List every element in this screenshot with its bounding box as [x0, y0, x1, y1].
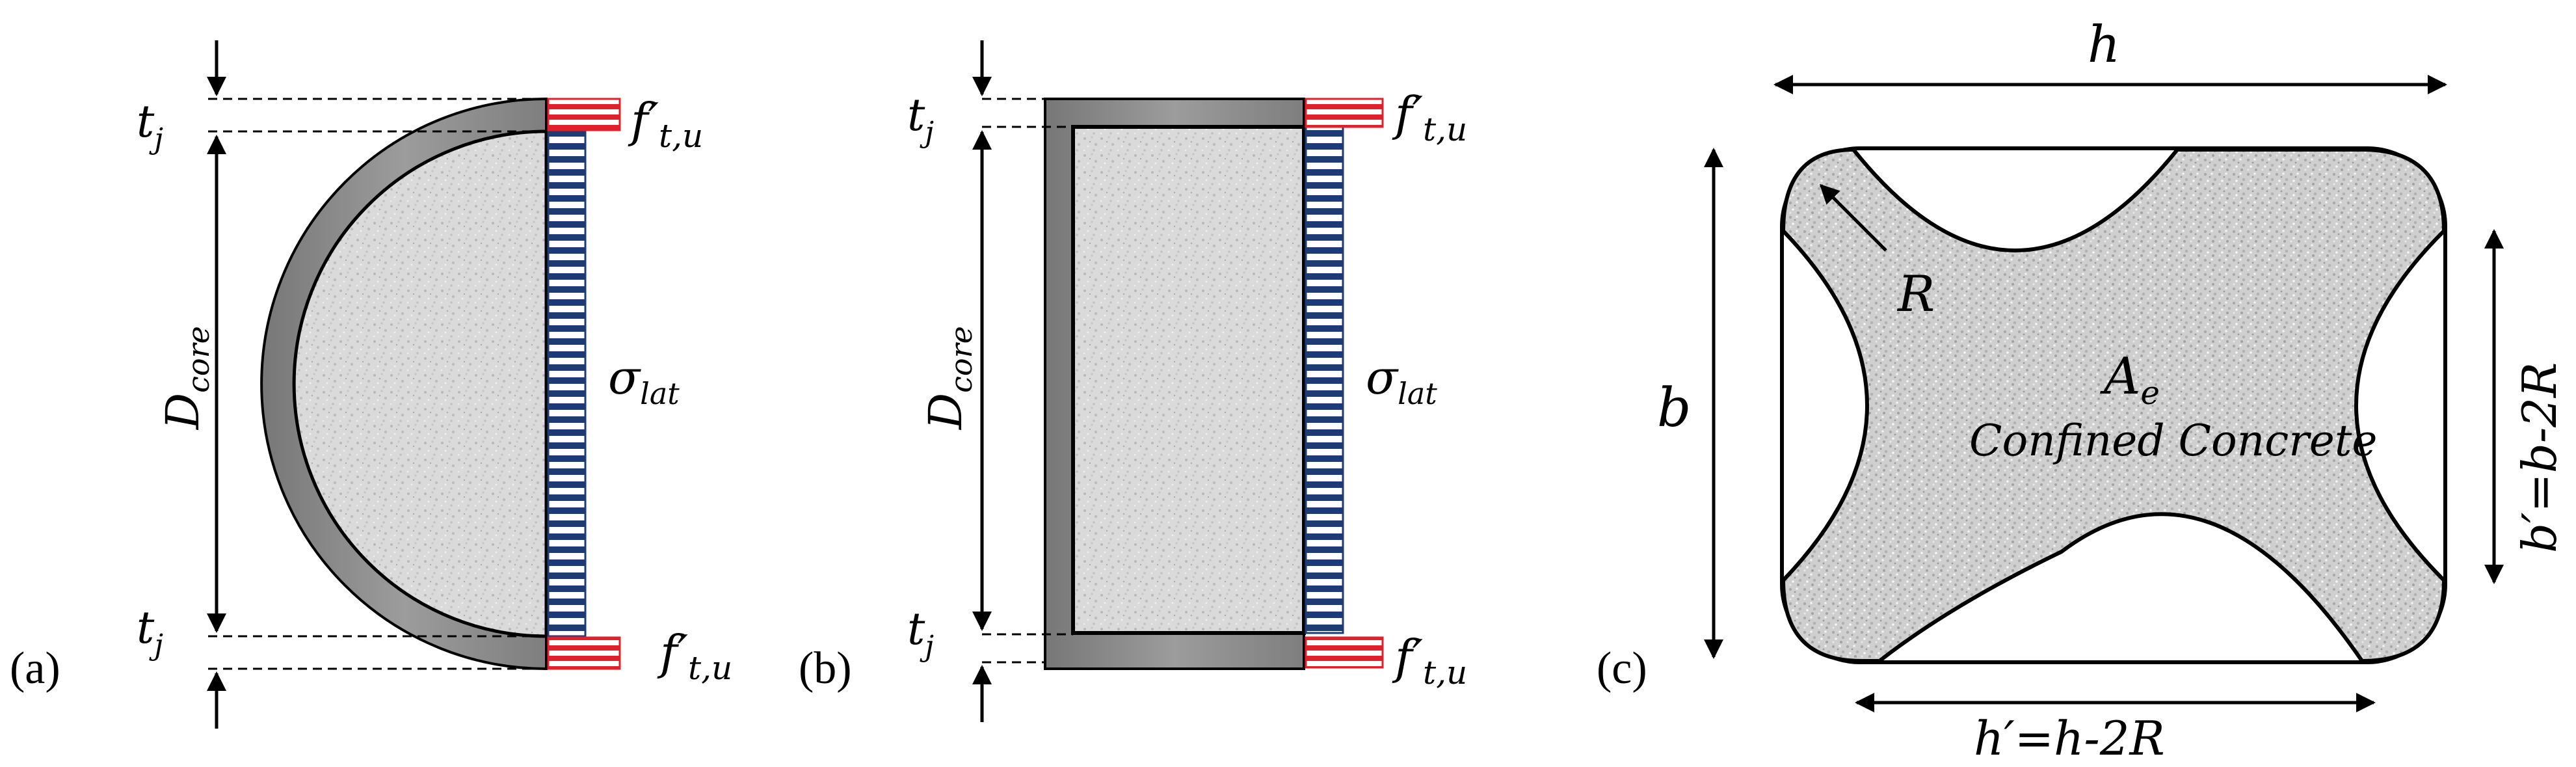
- dcore-label: Dcore: [919, 326, 979, 431]
- ftu-label-top: f′t,u: [1392, 87, 1467, 148]
- confined-concrete-label: Confined Concrete: [1969, 416, 2377, 466]
- tensile-strength-bar-bottom: [547, 636, 621, 670]
- sigma-lat-label: σlat: [608, 350, 680, 411]
- ftu-label-bottom: f′t,u: [1392, 630, 1467, 692]
- panel-a: tj tj Dcore σlat f′t,u f′t,u (a): [10, 40, 732, 729]
- panel-b: tj tj Dcore σlat f′t,u f′t,u (b): [799, 40, 1467, 722]
- panel-b-tag: (b): [799, 643, 852, 693]
- lateral-stress-bar: [547, 130, 587, 638]
- bprime-label: b′=b-2R: [2512, 362, 2567, 553]
- tj-label-bottom: tj: [907, 604, 934, 663]
- radius-arrow: [1819, 183, 1887, 252]
- tensile-strength-bar-top: [1305, 98, 1384, 128]
- tensile-strength-bar-top: [547, 98, 621, 131]
- tj-label-bottom: tj: [137, 602, 163, 662]
- concrete-core-rectangle: [1071, 125, 1306, 635]
- concrete-core-semicircle: [292, 129, 548, 638]
- ftu-label-bottom: f′t,u: [657, 625, 732, 687]
- b-label: b: [1657, 377, 1692, 439]
- dcore-label: Dcore: [156, 326, 216, 431]
- panel-a-tag: (a): [10, 643, 60, 693]
- ae-label: Ae: [2100, 347, 2160, 412]
- panel-c-tag: (c): [1597, 643, 1647, 693]
- lateral-stress-bar: [1305, 126, 1344, 634]
- panel-c: h b R Ae Confined Concrete b′=b-2R h′=h-…: [1597, 16, 2567, 766]
- r-label: R: [1896, 265, 1935, 323]
- h-label: h: [2088, 16, 2120, 74]
- tj-label-top: tj: [907, 90, 934, 149]
- tensile-strength-bar-bottom: [1305, 636, 1384, 669]
- tj-label-top: tj: [137, 96, 163, 155]
- ftu-label-top: f′t,u: [628, 93, 703, 155]
- hprime-label: h′=h-2R: [1974, 711, 2165, 766]
- confined-concrete-region: [1781, 147, 2447, 664]
- sigma-lat-label: σlat: [1366, 350, 1437, 411]
